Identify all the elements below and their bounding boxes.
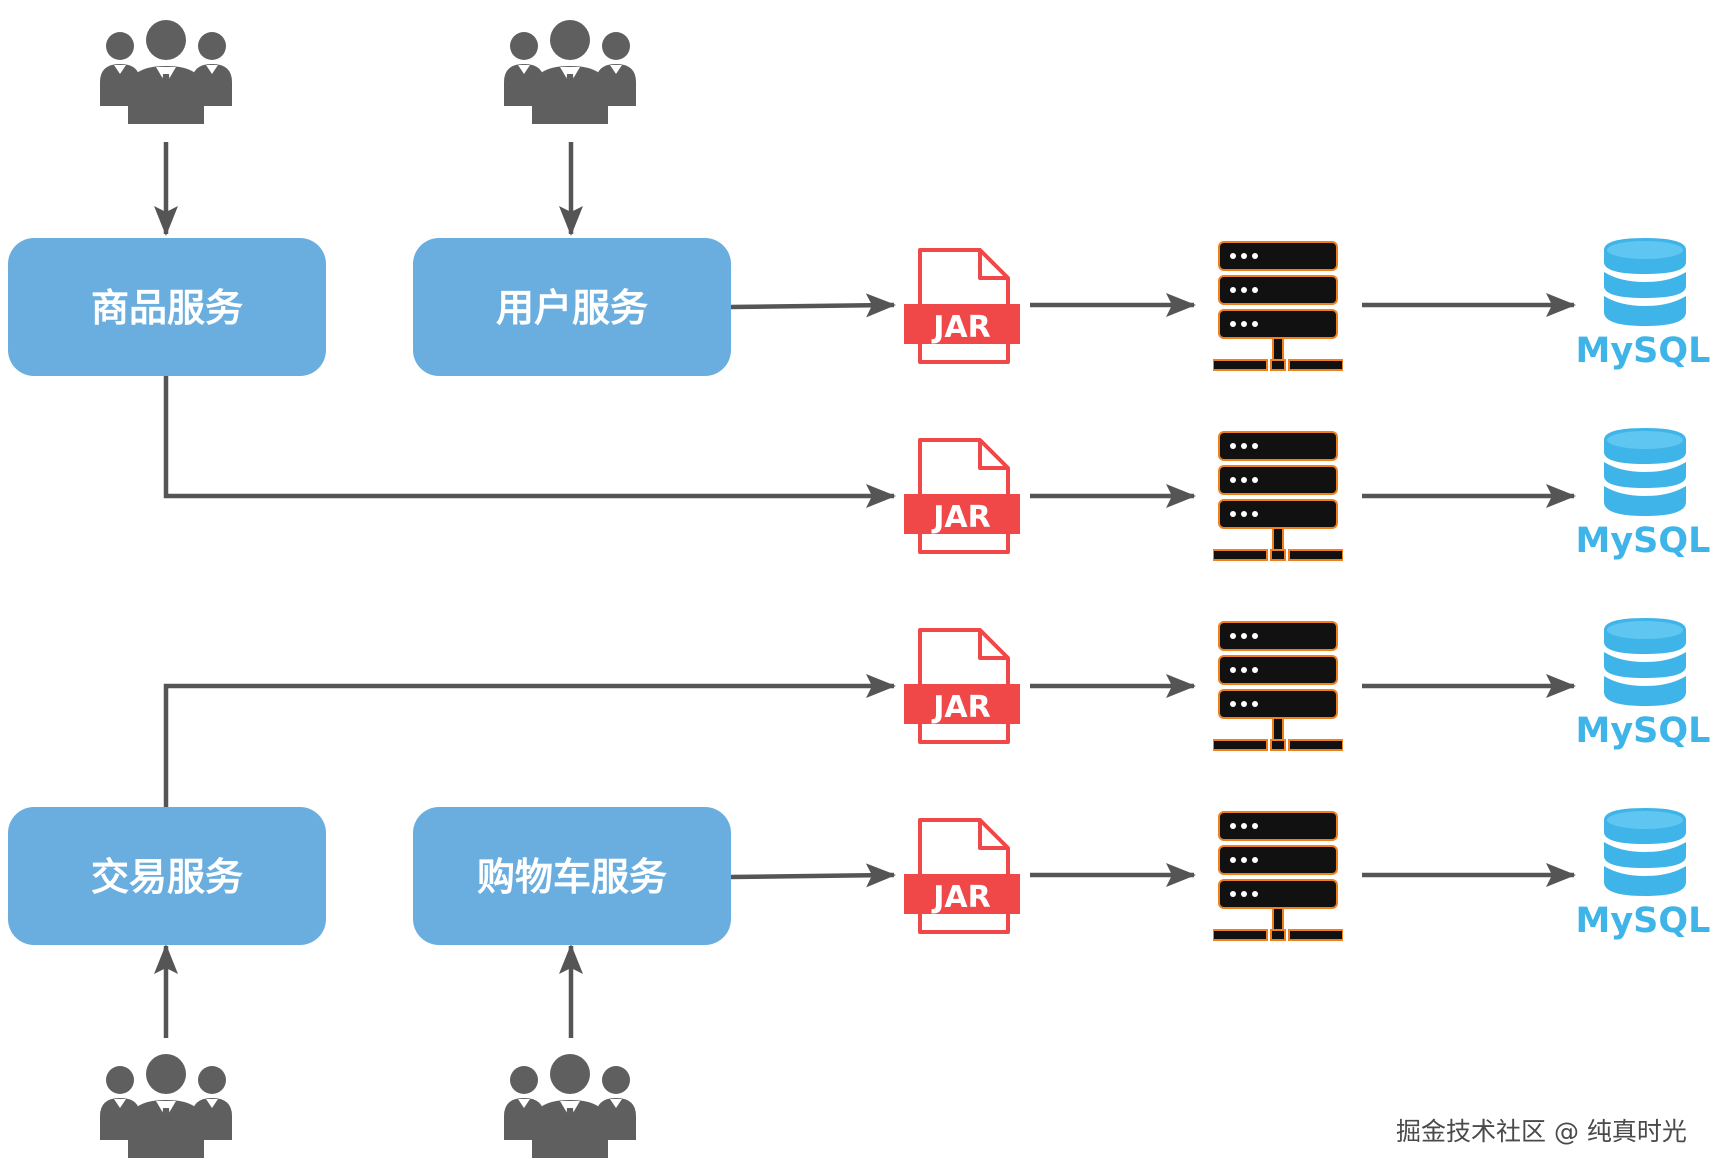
mysql-database-icon [1604,238,1686,326]
arrow-product-to-jar [163,376,896,508]
db-label: MySQL [1576,331,1711,371]
service-arrows [163,293,896,888]
mysql-database-icon [1604,808,1686,896]
jar-label: JAR [931,690,990,725]
jar-label: JAR [931,500,990,535]
jar-file-icon [904,820,1020,932]
db-label: MySQL [1576,521,1711,561]
deploy-row: JAR MySQL [904,238,1710,371]
db-label: MySQL [1576,711,1711,751]
jar-file-icon [904,250,1020,362]
arrow-trade-to-jar [163,674,896,807]
users-group-icon [504,1054,636,1158]
server-rack-icon [1213,431,1343,561]
service-label: 交易服务 [91,855,243,899]
service-label: 购物车服务 [477,855,667,899]
users-group-icon [504,20,636,124]
deploy-row: JAR MySQL [904,428,1710,561]
service-label: 用户服务 [496,286,648,330]
jar-file-icon [904,440,1020,552]
users-group-icon [100,20,232,124]
jar-file-icon [904,630,1020,742]
server-rack-icon [1213,811,1343,941]
arrow-cart-to-jar [730,863,896,888]
service-box-cart[interactable]: 购物车服务 [413,807,731,945]
server-rack-icon [1213,621,1343,751]
jar-label: JAR [931,310,990,345]
db-label: MySQL [1576,901,1711,941]
deploy-row: JAR MySQL [904,808,1710,941]
user-arrows [154,142,583,1038]
watermark-text: 掘金技术社区 @ 纯真时光 [1396,1117,1687,1146]
deploy-row: JAR MySQL [904,618,1710,751]
service-label: 商品服务 [91,286,243,330]
service-box-product[interactable]: 商品服务 [8,238,326,376]
jar-label: JAR [931,880,990,915]
mysql-database-icon [1604,618,1686,706]
service-box-trade[interactable]: 交易服务 [8,807,326,945]
server-rack-icon [1213,241,1343,371]
mysql-database-icon [1604,428,1686,516]
service-box-user[interactable]: 用户服务 [413,238,731,376]
arrow-user-service-to-jar [730,293,896,318]
users-group-icon [100,1054,232,1158]
